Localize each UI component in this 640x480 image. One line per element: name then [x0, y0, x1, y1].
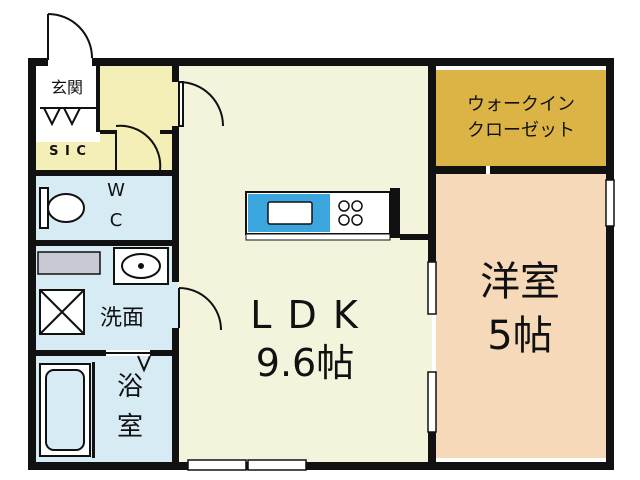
- bath-partition: [92, 362, 95, 458]
- entrance-step: [40, 107, 96, 127]
- windows: [187, 179, 615, 471]
- washroom-door: [178, 287, 222, 331]
- exterior-walls: [28, 58, 614, 470]
- entrance-door: [47, 13, 93, 60]
- stove-burners: [338, 200, 363, 226]
- sic-floor: [36, 142, 100, 170]
- label-wic-line2: クローゼット: [467, 120, 575, 141]
- label-western-name: 洋室: [480, 259, 560, 305]
- washroom-shelf: [37, 251, 101, 275]
- ldk-floor: [178, 66, 432, 462]
- label-bath-1: 浴: [116, 372, 143, 402]
- entrance-hall-floor: [100, 66, 178, 176]
- bathtub: [39, 363, 91, 457]
- label-bath-2: 室: [116, 412, 143, 442]
- label-wc-w: W: [107, 180, 125, 201]
- walk-in-closet-floor: [436, 70, 606, 166]
- label-ldk-name: L D K: [250, 293, 360, 337]
- label-sic: S I C: [49, 144, 87, 159]
- label-entrance: 玄関: [50, 78, 83, 97]
- wc-door: [115, 124, 162, 171]
- label-washroom: 洗面: [99, 306, 144, 331]
- ldk-hall-door: [178, 81, 224, 127]
- label-ldk-size: 9.6帖: [255, 341, 355, 385]
- toilet: [39, 187, 85, 229]
- washbasin: [113, 247, 169, 285]
- entrance-floor: [36, 66, 100, 132]
- label-western-size: 5帖: [487, 313, 553, 359]
- kitchen-counter: [245, 188, 428, 241]
- washing-machine-space: [39, 289, 85, 335]
- interior-walls: [36, 66, 606, 462]
- label-wic-line1: ウォークイン: [467, 94, 575, 115]
- label-wc-c: C: [109, 210, 123, 231]
- western-room-floor: [436, 174, 606, 458]
- bathroom-door: [106, 352, 151, 373]
